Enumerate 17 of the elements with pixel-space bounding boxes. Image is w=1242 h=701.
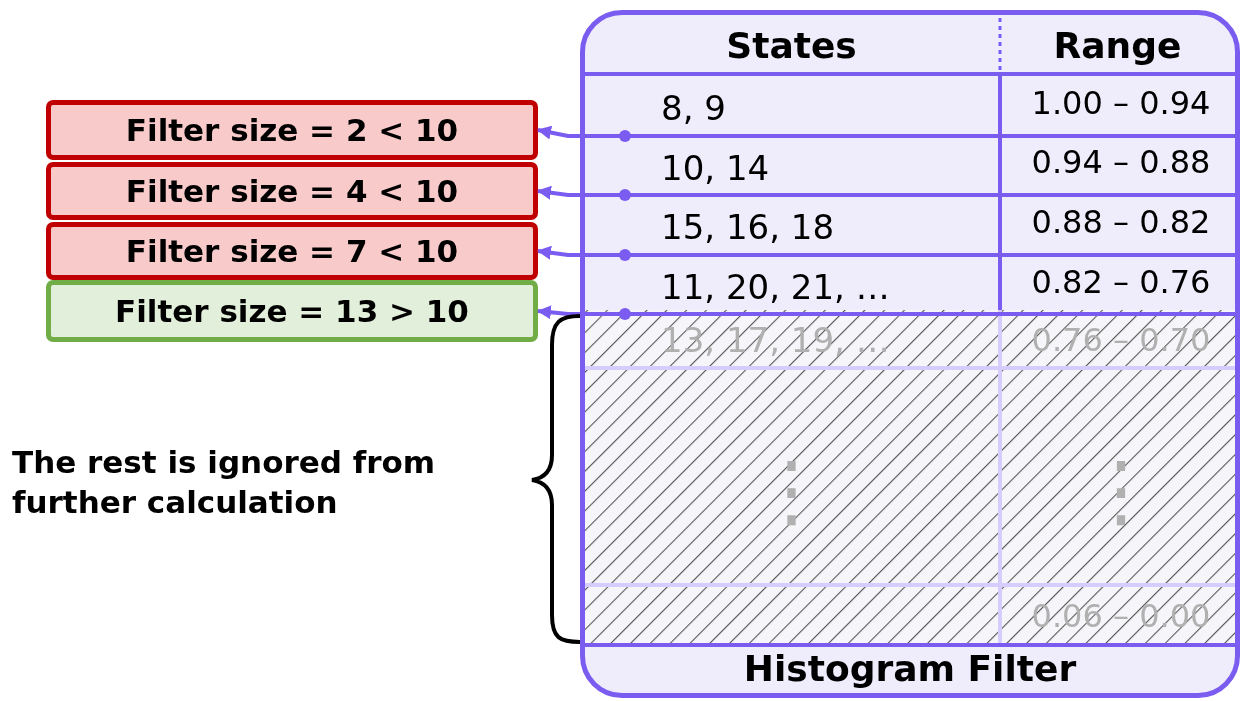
arrow bbox=[537, 305, 631, 320]
filter-size-box: Filter size = 4 < 10 bbox=[46, 162, 538, 220]
column-header: States bbox=[725, 23, 858, 68]
filter-size-box: Filter size = 7 < 10 bbox=[46, 222, 538, 280]
table-cell-text: 1.00 – 0.94 bbox=[1030, 83, 1212, 124]
table-cell-text: 0.94 – 0.88 bbox=[1030, 142, 1212, 183]
arrow bbox=[537, 125, 631, 142]
filter-size-box: Filter size = 13 > 10 bbox=[46, 280, 538, 342]
filter-size-box: Filter size = 2 < 10 bbox=[46, 100, 538, 160]
table-panel bbox=[580, 10, 1240, 698]
column-header: Range bbox=[1052, 23, 1183, 68]
arrow bbox=[537, 245, 631, 261]
arrow bbox=[537, 185, 631, 201]
table-cell-text: 0.88 – 0.82 bbox=[1030, 201, 1212, 243]
panel-title: Histogram Filter bbox=[742, 646, 1078, 691]
table-cell-text: 0.82 – 0.76 bbox=[1030, 261, 1212, 303]
side-note: The rest is ignored from further calculation bbox=[12, 442, 437, 522]
